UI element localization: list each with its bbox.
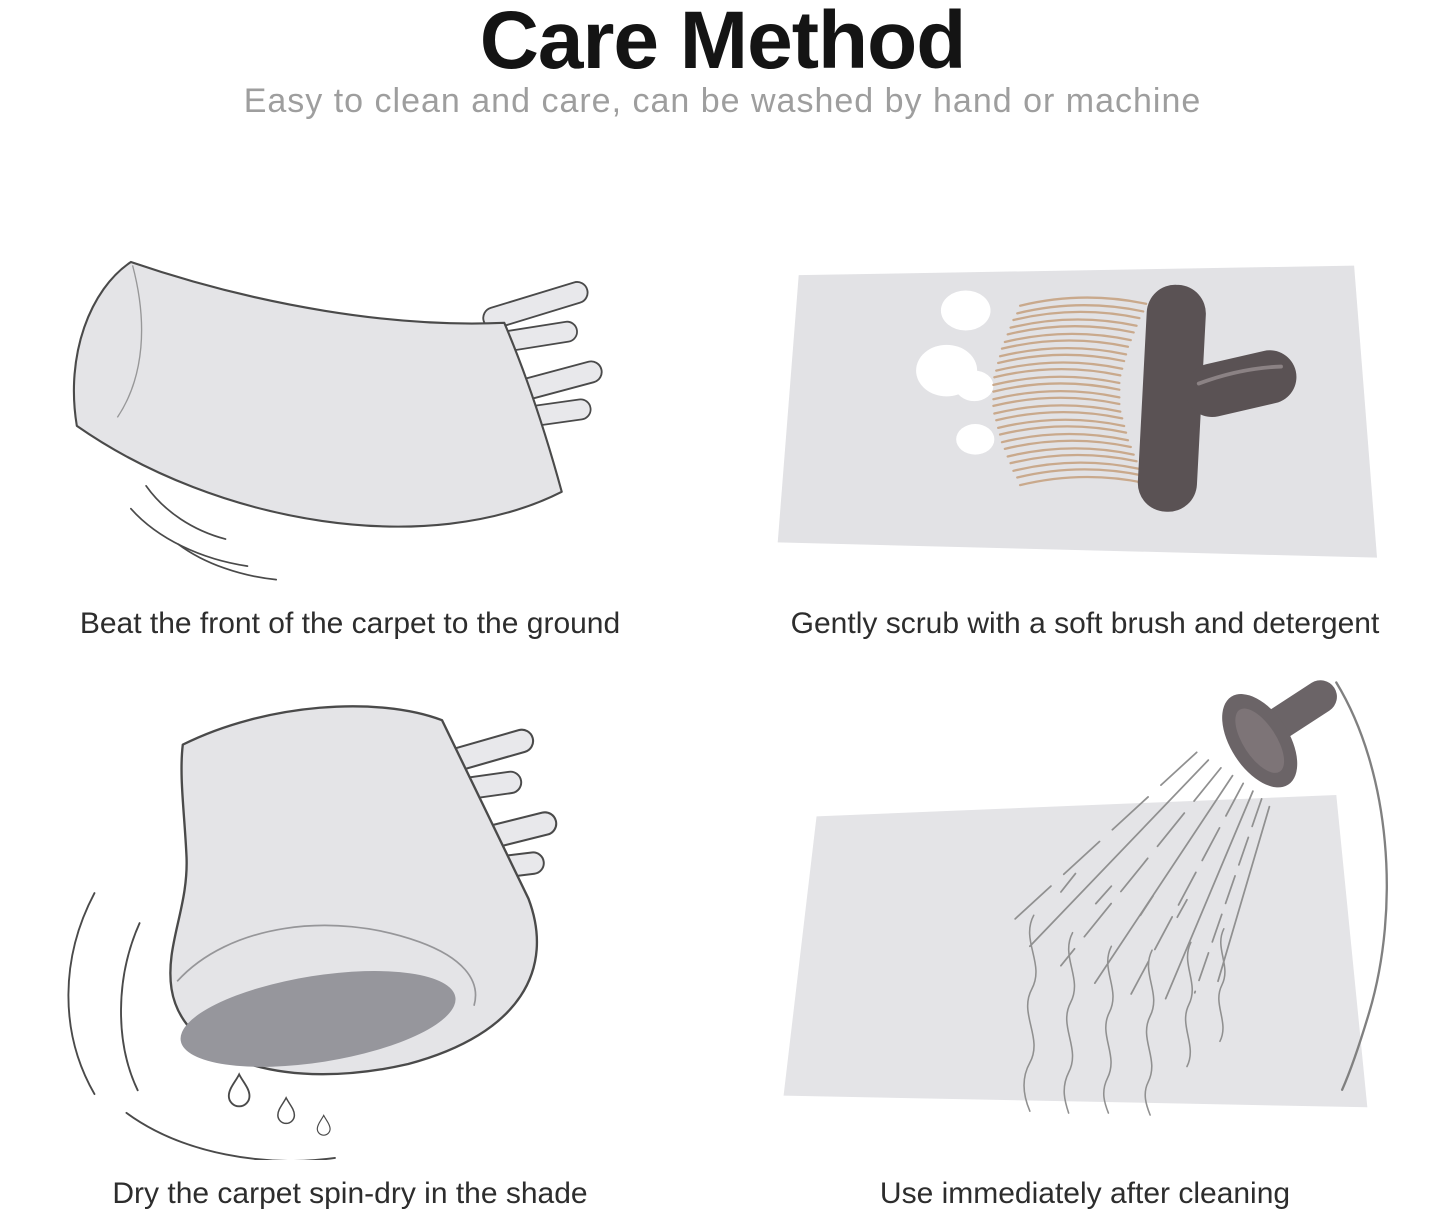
spin-dry-illustration	[67, 705, 560, 1160]
step-caption-rinse: Use immediately after cleaning	[879, 1177, 1291, 1210]
page-title: Care Method	[479, 0, 967, 86]
shower-hose-line	[1335, 681, 1388, 1091]
step-caption-spin-dry: Dry the carpet spin-dry in the shade	[112, 1177, 588, 1210]
shower-rinse-illustration	[783, 680, 1388, 1116]
page-subtitle: Easy to clean and care, can be washed by…	[243, 82, 1202, 120]
step-caption-scrub: Gently scrub with a soft brush and deter…	[790, 607, 1380, 640]
roll-underside	[180, 971, 456, 1067]
motion-lines-icon	[67, 892, 336, 1160]
spray-lines	[1007, 751, 1271, 1000]
care-step-spin-dry: Dry the carpet spin-dry in the shade	[15, 685, 685, 1210]
rolled-carpet-graphic	[169, 705, 538, 1076]
brush-icon	[1137, 284, 1297, 512]
scrub-brush-illustration	[777, 265, 1378, 558]
mat-graphic	[783, 795, 1368, 1108]
care-step-rinse: Use immediately after cleaning	[740, 655, 1430, 1210]
water-squiggle-lines	[1023, 914, 1226, 1116]
step-caption-beat: Beat the front of the carpet to the grou…	[79, 607, 621, 640]
care-step-beat: Beat the front of the carpet to the grou…	[15, 150, 685, 642]
shower-head-icon	[1222, 680, 1337, 788]
foam-bubbles	[916, 290, 995, 455]
care-step-scrub: Gently scrub with a soft brush and deter…	[740, 150, 1430, 642]
water-drop-icons	[227, 1073, 331, 1136]
motion-lines-icon	[130, 485, 278, 581]
beat-carpet-illustration	[72, 260, 605, 581]
carpet-graphic	[72, 260, 563, 528]
